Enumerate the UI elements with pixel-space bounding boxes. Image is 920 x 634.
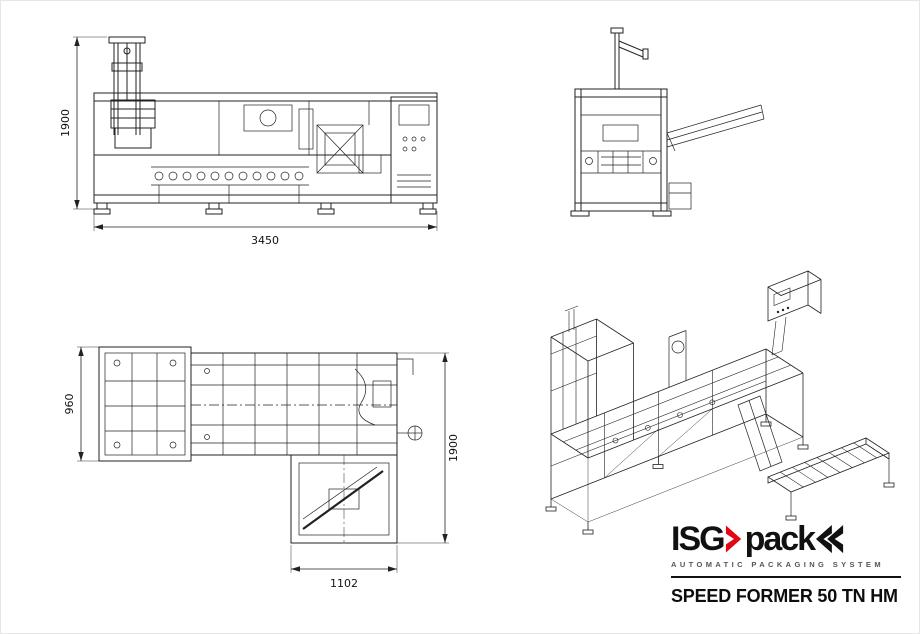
dimension-label: 3450 [251, 234, 279, 247]
logo-text-pack: pack [744, 520, 816, 558]
isometric-drawing [545, 270, 895, 535]
plan-dim-depth: 960 [63, 346, 99, 462]
model-title: SPEED FORMER 50 TN HM [671, 576, 901, 607]
side-machine-detail [581, 104, 765, 210]
plan-machine-outline [98, 346, 398, 544]
plan-view-drawing: 960 1900 1102 [63, 346, 460, 590]
plan-view: 960 1900 1102 [57, 331, 472, 601]
side-machine-outline [570, 27, 672, 217]
logo: ISG pack [671, 521, 901, 557]
logo-chevron-right-icon [725, 525, 741, 553]
plan-dim-total: 1900 [397, 352, 460, 544]
side-elevation-drawing [570, 27, 765, 217]
plan-dim-extension: 1102 [290, 545, 398, 590]
logo-text-isg: ISG [671, 520, 726, 558]
front-elevation-view: 1900 3450 [59, 5, 459, 257]
front-dim-width: 3450 [93, 211, 438, 247]
side-elevation-view [553, 5, 793, 237]
front-dim-height: 1900 [59, 36, 107, 210]
title-block: ISG pack AUTOMATIC PACKAGING SYSTEM SPEE… [671, 521, 901, 607]
isometric-view [506, 259, 906, 559]
iso-machine [545, 270, 895, 535]
front-machine-detail [151, 96, 438, 204]
front-machine-outline [93, 36, 438, 215]
dimension-label: 1102 [330, 577, 358, 590]
dimension-label: 1900 [59, 109, 72, 137]
plan-machine-detail [105, 353, 423, 543]
front-elevation-drawing: 1900 3450 [59, 36, 438, 247]
logo-tagline: AUTOMATIC PACKAGING SYSTEM [671, 560, 884, 569]
logo-double-chevron-left-icon [816, 524, 844, 554]
dimension-label: 960 [63, 394, 76, 415]
dimension-label: 1900 [447, 434, 460, 462]
